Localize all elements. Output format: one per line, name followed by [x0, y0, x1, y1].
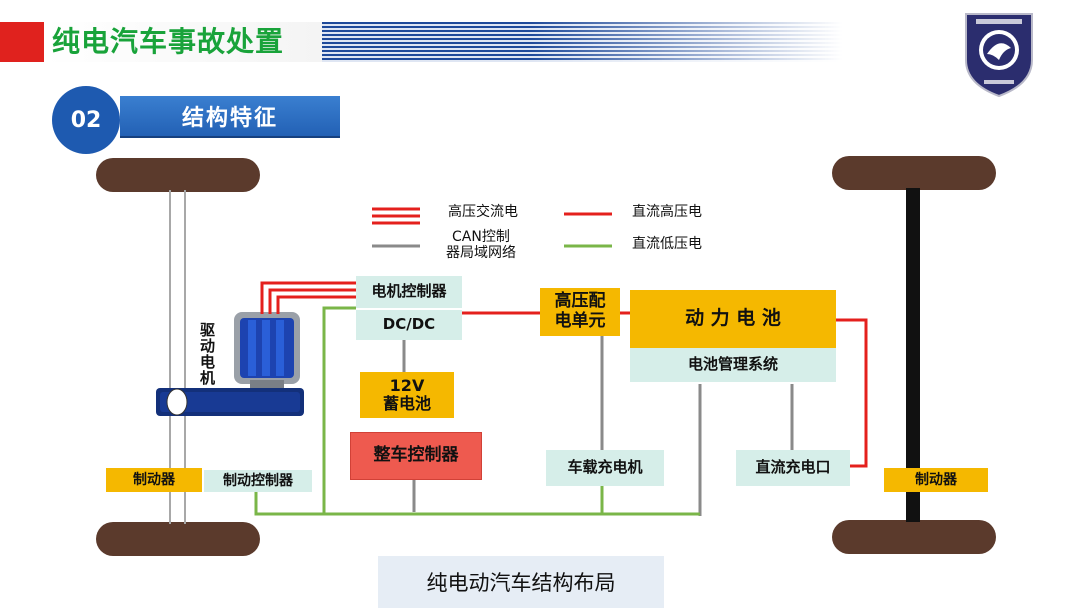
page-title: 纯电汽车事故处置: [52, 25, 285, 58]
brake-right-box: 制动器: [884, 468, 988, 492]
vehicle-controller-box: 整车控制器: [350, 432, 482, 480]
legend-dc-lv: 直流低压电: [632, 236, 702, 252]
header-red-tab: [0, 22, 44, 62]
wheel-rear-top: [832, 156, 996, 190]
dc-charge-port-box: 直流充电口: [736, 450, 850, 486]
header-stripes: [322, 22, 842, 62]
wheel-front-top: [96, 158, 260, 192]
section-number: 02: [52, 86, 120, 154]
legend-can-line1: CAN控制: [452, 229, 510, 245]
battery-12v-box: 12V 蓄电池: [360, 372, 454, 418]
pdu-line2: 电单元: [554, 311, 606, 331]
emblem-logo: [965, 13, 1033, 98]
brake-left-box: 制动器: [106, 468, 202, 492]
pdu-line1: 高压配: [554, 291, 606, 312]
pdu-box: 高压配 电单元: [540, 288, 620, 336]
legend-dc-hv: 直流高压电: [632, 204, 702, 220]
motor-controller-box: 电机控制器: [356, 276, 462, 308]
legend-hv-ac: 高压交流电: [448, 204, 518, 220]
dcdc-box: DC/DC: [356, 310, 462, 340]
bms-box: 电池管理系统: [630, 348, 836, 382]
wheel-front-bottom: [96, 522, 260, 556]
drive-motor-icon: [234, 312, 300, 388]
legend-can-line2: 器局域网络: [446, 245, 516, 261]
diagram-caption: 纯电动汽车结构布局: [378, 556, 664, 608]
onboard-charger-box: 车载充电机: [546, 450, 664, 486]
power-battery-box: 动 力 电 池: [630, 290, 836, 348]
wheel-rear-bottom: [832, 520, 996, 554]
battery-12v-line1: 12V: [389, 375, 425, 395]
drive-motor-label: 驱动电机: [200, 321, 216, 387]
rear-axle: [906, 188, 920, 522]
brake-controller-box: 制动控制器: [204, 470, 312, 492]
header-title-bg: [44, 22, 324, 62]
battery-12v-line2: 蓄电池: [382, 394, 431, 413]
section-title: 结构特征: [120, 96, 340, 138]
